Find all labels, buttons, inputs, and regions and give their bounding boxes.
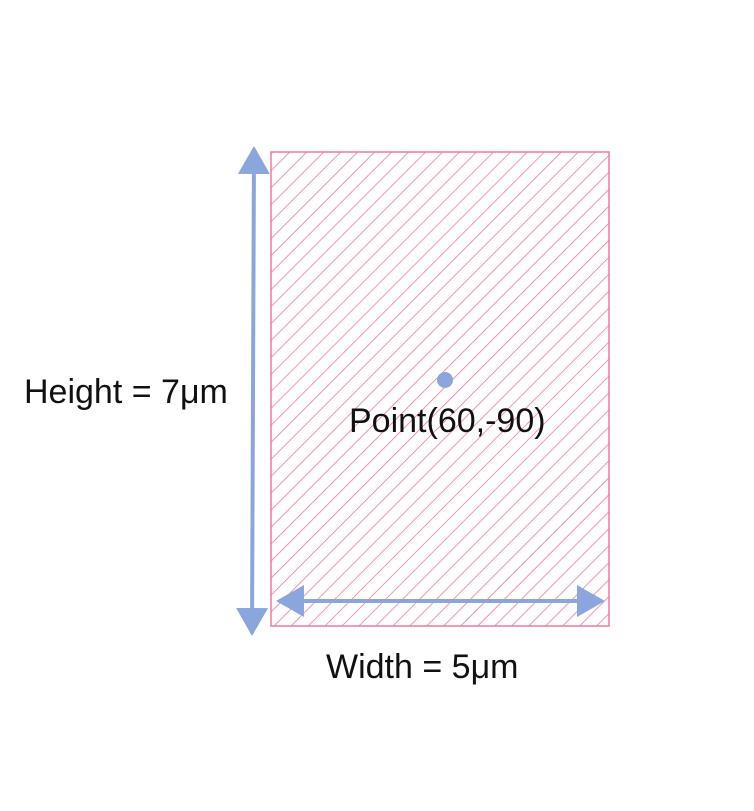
height-arrow: [236, 146, 270, 636]
point-label: Point(60,-90): [349, 402, 546, 440]
width-label: Width = 5μm: [326, 648, 518, 686]
height-label: Height = 7μm: [24, 373, 228, 411]
hatched-rectangle: [270, 151, 610, 627]
point-marker: [437, 372, 453, 388]
